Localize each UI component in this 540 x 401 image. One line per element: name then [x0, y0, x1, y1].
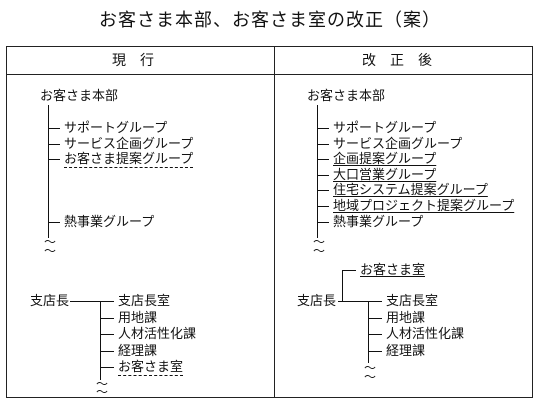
left-group-item: サポートグループ [64, 121, 168, 136]
right-branch-root: 支店長 [297, 294, 337, 309]
right-branch-item: 用地課 [386, 311, 426, 326]
page-title: お客さま本部、お客さま室の改正（案） [99, 10, 441, 31]
continuation-mark: 〜 [44, 244, 57, 258]
right-branch-trunk [368, 301, 369, 363]
left-branch-item-changed: お客さま室 [118, 360, 184, 376]
continuation-mark: 〜 [313, 244, 326, 258]
comparison-table [6, 46, 533, 398]
continuation-mark: 〜 [96, 377, 109, 391]
left-branch-item: 支店長室 [118, 294, 171, 309]
right-branch-item: 経理課 [386, 344, 426, 359]
column-header-revised: 改正後 [362, 53, 446, 69]
left-group-item: サービス企画グループ [64, 137, 194, 152]
right-group-item: サービス企画グループ [333, 137, 463, 152]
column-header-current: 現行 [112, 53, 168, 69]
right-group-item-new: 地域プロジェクト提案グループ [333, 199, 515, 214]
header-divider [6, 74, 533, 75]
continuation-mark: 〜 [96, 385, 109, 399]
right-branch-top-new: お客さま室 [360, 263, 426, 278]
right-hq-label: お客さま本部 [307, 89, 386, 104]
right-branch-up-link [342, 270, 343, 301]
continuation-mark: 〜 [364, 361, 377, 375]
left-group-item-changed: お客さま提案グループ [64, 152, 194, 168]
left-group-item: 熱事業グループ [64, 215, 155, 230]
right-group-item-new: 企画提案グループ [333, 152, 437, 167]
continuation-mark: 〜 [313, 235, 326, 249]
continuation-mark: 〜 [44, 235, 57, 249]
left-branch-item: 用地課 [118, 311, 158, 326]
left-hq-trunk [48, 105, 49, 238]
right-hq-trunk [317, 105, 318, 238]
right-group-item: 熱事業グループ [333, 215, 424, 230]
left-branch-item: 経理課 [118, 344, 158, 359]
column-divider [274, 46, 275, 398]
continuation-mark: 〜 [364, 370, 377, 384]
right-group-item-new: 住宅システム提案グループ [333, 183, 488, 198]
left-branch-item: 人材活性化課 [118, 327, 197, 342]
left-hq-label: お客さま本部 [40, 89, 119, 104]
left-branch-trunk [100, 301, 101, 380]
right-group-item: サポートグループ [333, 121, 437, 136]
right-branch-item: 支店長室 [386, 294, 439, 309]
right-group-item-new: 大口営業グループ [333, 168, 437, 183]
right-branch-item: 人材活性化課 [386, 327, 465, 342]
left-branch-root: 支店長 [30, 294, 70, 309]
